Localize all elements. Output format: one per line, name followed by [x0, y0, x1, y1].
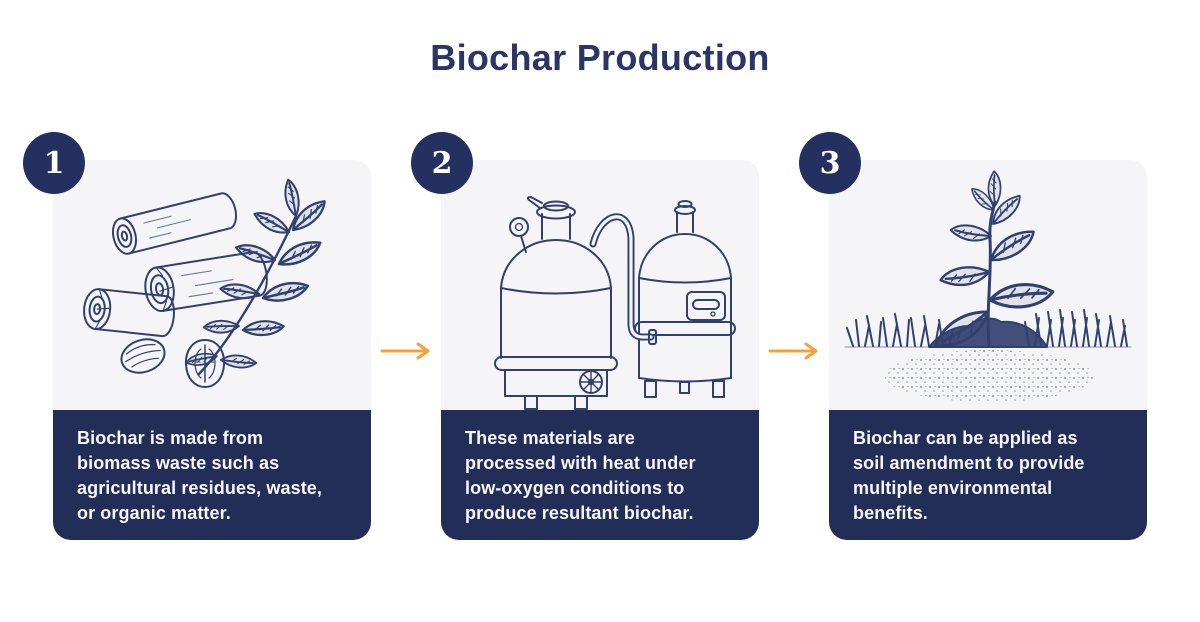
left-kiln-group: [494, 196, 618, 410]
step-caption-panel: These materials are processed with heat …: [441, 410, 759, 540]
flow-arrow: [759, 160, 829, 540]
leaf-branch-group: [185, 178, 331, 378]
process-flow: 1: [0, 132, 1200, 540]
illustration-panel: [53, 160, 371, 410]
step-description: These materials are processed with heat …: [465, 428, 696, 523]
biomass-logs-walnuts-leaves-illustration: [83, 178, 331, 388]
seedling-group: [930, 170, 1055, 350]
step-caption-panel: Biochar can be applied as soil amendment…: [829, 410, 1147, 540]
page-title: Biochar Production: [430, 37, 770, 78]
soil-stipple: [885, 350, 1093, 402]
step-caption-panel: Biochar is made from biomass waste such …: [53, 410, 371, 540]
illustration-panel: [829, 160, 1147, 410]
connecting-pipe: [589, 213, 657, 345]
step-number-badge: 2: [411, 132, 473, 194]
step-card-3: 3: [799, 132, 1147, 540]
walnuts-group: [120, 338, 226, 388]
step-number: 2: [431, 145, 453, 181]
seedling-in-soil-illustration: [844, 170, 1132, 402]
flow-arrow: [371, 160, 441, 540]
right-arrow-icon: [380, 342, 430, 360]
step-number: 3: [819, 145, 841, 181]
step-number-badge: 1: [23, 132, 85, 194]
step-card-1: 1: [23, 132, 371, 540]
right-kiln-group: [634, 200, 736, 398]
pyrolysis-kilns-illustration: [494, 196, 736, 410]
step-description: Biochar can be applied as soil amendment…: [853, 428, 1085, 523]
step-number-badge: 3: [799, 132, 861, 194]
logs-group: [83, 192, 268, 338]
step-card-2: 2: [411, 132, 759, 540]
step-number: 1: [43, 145, 65, 181]
step-description: Biochar is made from biomass waste such …: [77, 428, 322, 523]
illustration-panel: [441, 160, 759, 410]
right-arrow-icon: [768, 342, 818, 360]
